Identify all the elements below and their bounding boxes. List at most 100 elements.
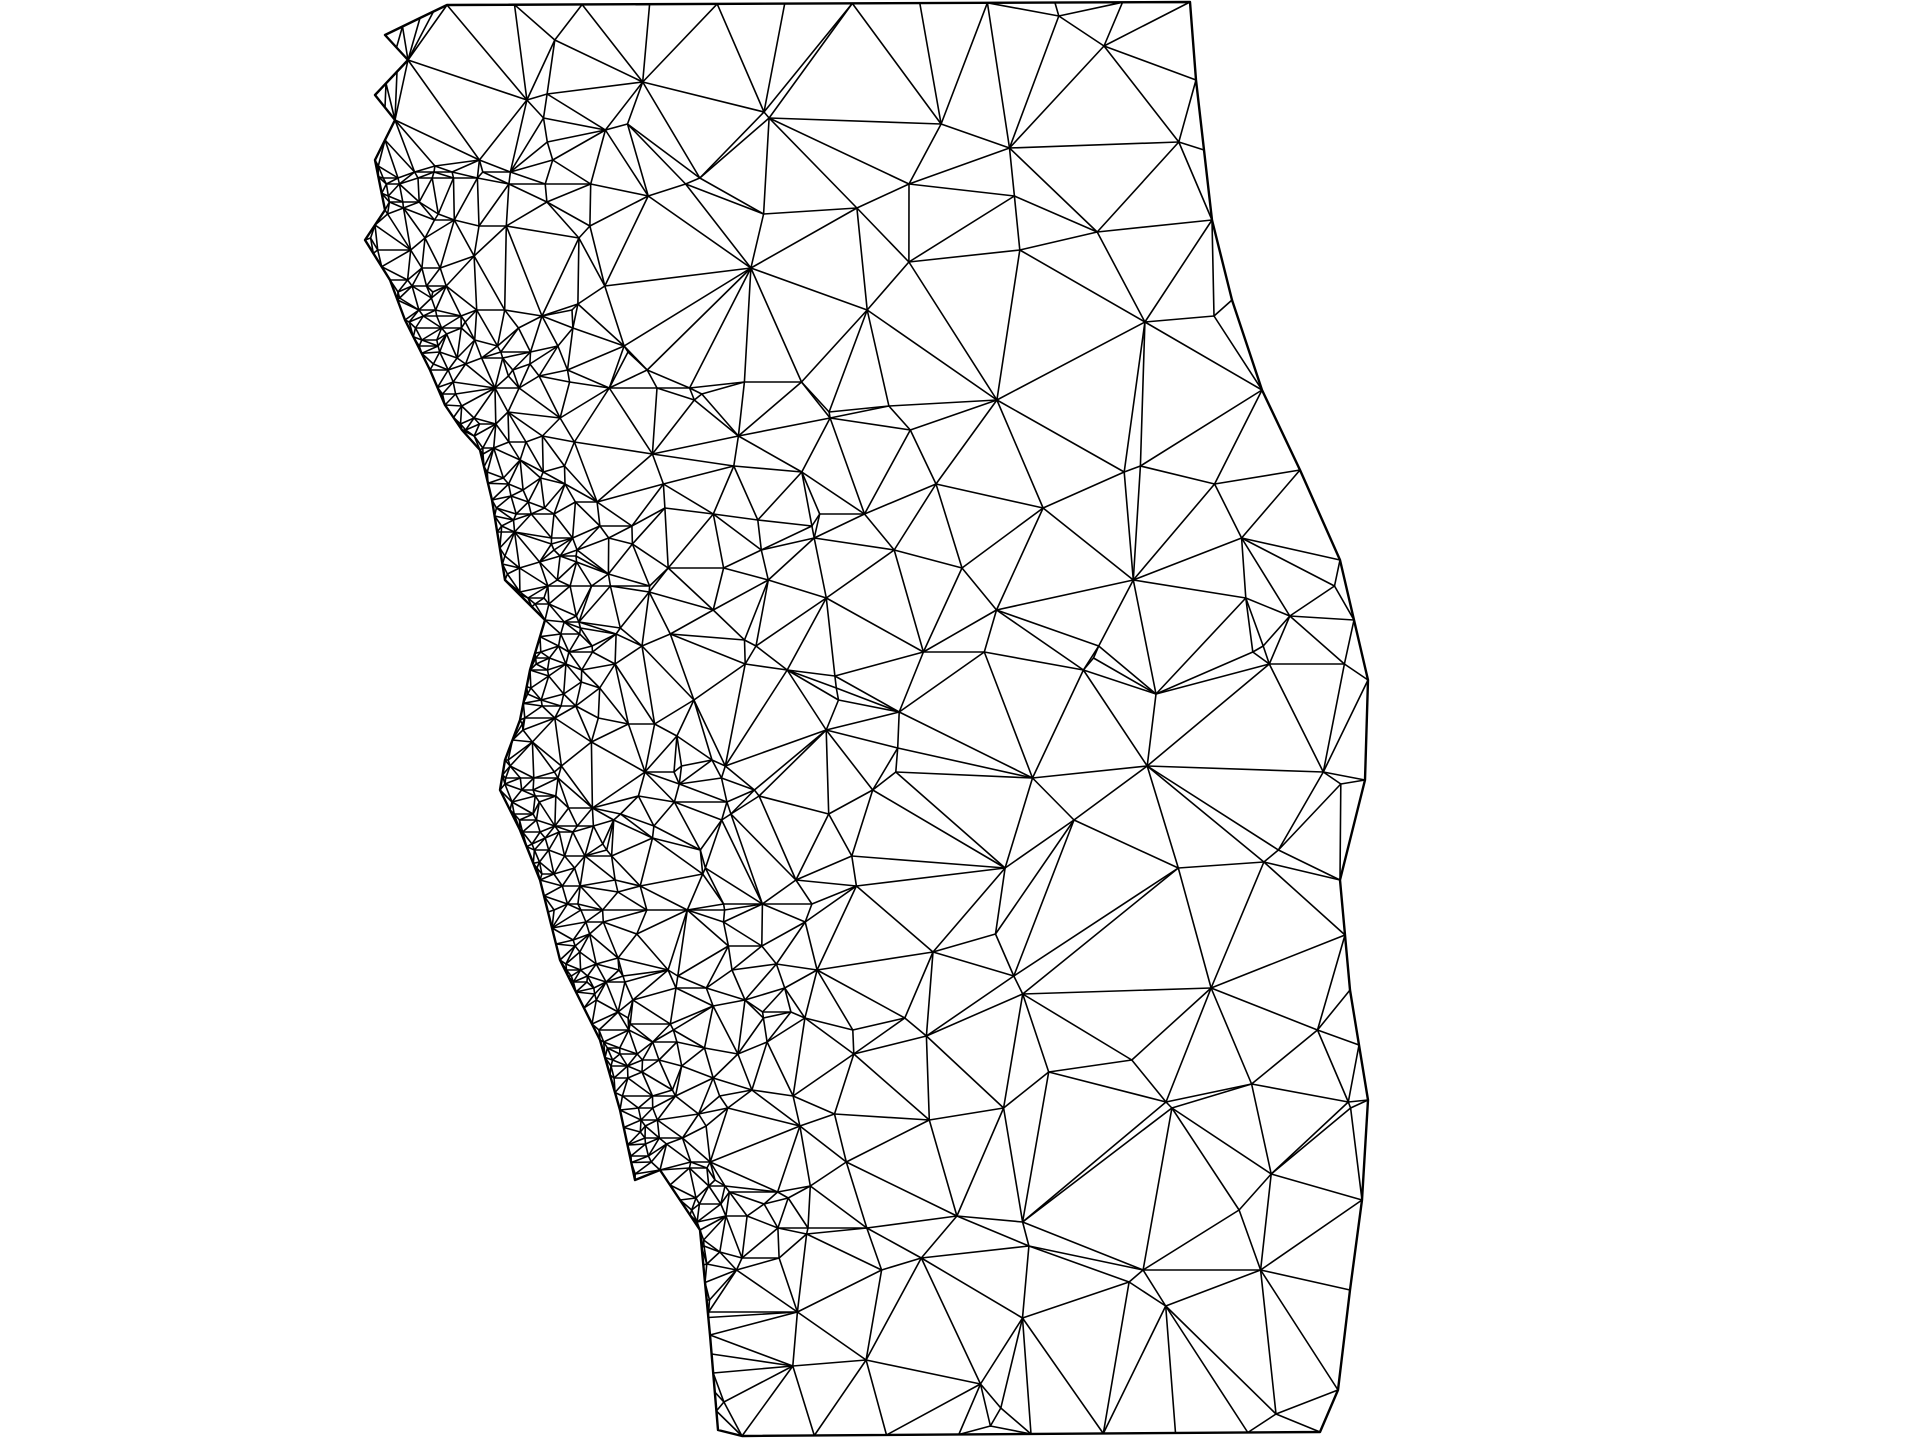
mesh-edge xyxy=(827,813,853,857)
mesh-edge xyxy=(1146,765,1280,851)
mesh-edge xyxy=(473,339,483,359)
mesh-edge xyxy=(787,1197,809,1229)
mesh-edge xyxy=(758,795,797,881)
mesh-edge xyxy=(1092,645,1100,659)
mesh-edge xyxy=(571,525,601,539)
mesh-edge xyxy=(453,219,475,257)
mesh-edge xyxy=(452,381,496,389)
mesh-edge xyxy=(1339,559,1355,621)
mesh-edge xyxy=(626,1059,644,1067)
mesh-edge xyxy=(611,1059,629,1067)
mesh-edge xyxy=(1240,469,1301,539)
mesh-edge xyxy=(688,387,703,395)
mesh-edge xyxy=(795,879,813,905)
mesh-edge xyxy=(548,585,571,605)
mesh-edge xyxy=(705,1125,712,1163)
mesh-edge xyxy=(519,459,545,473)
mesh-edge xyxy=(394,59,409,121)
mesh-edge xyxy=(568,645,593,653)
mesh-edge xyxy=(612,813,622,821)
mesh-edge xyxy=(504,777,507,785)
mesh-edge xyxy=(402,207,426,239)
mesh-edge xyxy=(708,1269,738,1301)
mesh-edge xyxy=(543,885,564,897)
mesh-edge xyxy=(723,1365,794,1403)
mesh-edge xyxy=(695,1185,710,1199)
mesh-edge xyxy=(575,991,585,1009)
mesh-edge xyxy=(656,387,696,401)
mesh-edge xyxy=(494,357,504,389)
mesh-edge xyxy=(504,765,511,779)
mesh-edge xyxy=(720,813,732,821)
mesh-edge xyxy=(576,807,594,827)
mesh-edge xyxy=(720,801,728,821)
mesh-edge xyxy=(496,309,506,347)
mesh-edge xyxy=(538,849,550,863)
mesh-edge xyxy=(602,909,648,923)
mesh-edge xyxy=(718,1215,727,1253)
mesh-edge xyxy=(535,663,549,671)
mesh-edge xyxy=(1171,1107,1272,1175)
mesh-edge xyxy=(562,663,567,695)
mesh-edge xyxy=(417,171,435,179)
mesh-edge xyxy=(651,1107,659,1121)
mesh-edge xyxy=(712,513,759,521)
mesh-edge xyxy=(394,119,436,167)
mesh-edge xyxy=(499,789,513,803)
mesh-edge xyxy=(775,921,807,965)
mesh-edge xyxy=(755,645,789,671)
mesh-edge xyxy=(726,1107,801,1127)
mesh-edge xyxy=(575,615,580,623)
mesh-edge xyxy=(614,879,642,887)
mesh-edge xyxy=(920,1257,1024,1319)
mesh-edge xyxy=(473,225,508,257)
mesh-edge xyxy=(610,819,615,857)
mesh-edge xyxy=(553,483,566,515)
mesh-edge xyxy=(698,177,765,215)
mesh-edge xyxy=(1018,249,1146,323)
mesh-edge xyxy=(553,3,583,41)
mesh-edge xyxy=(380,192,386,211)
mesh-edge xyxy=(619,1053,629,1067)
mesh-edge xyxy=(513,513,533,533)
mesh-edge xyxy=(786,669,836,677)
mesh-edge xyxy=(1144,315,1215,323)
mesh-edge xyxy=(504,573,509,581)
mesh-edge xyxy=(630,1155,650,1164)
mesh-edge xyxy=(422,315,443,329)
mesh-edge xyxy=(761,903,807,923)
mesh-edge xyxy=(515,501,530,515)
mesh-edge xyxy=(673,801,702,851)
mesh-edge xyxy=(994,933,1015,977)
mesh-edge xyxy=(763,2,854,113)
mesh-edge xyxy=(617,999,634,1013)
mesh-edge xyxy=(1155,651,1254,695)
mesh-edge xyxy=(397,177,401,185)
mesh-edge xyxy=(460,387,496,407)
mesh-edge xyxy=(538,369,569,377)
mesh-edge xyxy=(557,645,570,653)
mesh-edge xyxy=(730,813,797,881)
mesh-edge xyxy=(369,237,379,251)
mesh-edge xyxy=(632,987,677,1001)
mesh-edge xyxy=(1343,663,1369,681)
mesh-edge xyxy=(578,933,591,953)
mesh-edge xyxy=(641,1059,660,1073)
mesh-edge xyxy=(535,801,541,821)
mesh-edge xyxy=(433,213,440,221)
mesh-edge xyxy=(590,717,600,743)
mesh-edge xyxy=(553,765,563,773)
mesh-edge xyxy=(710,1353,715,1374)
mesh-edge xyxy=(1103,1,1191,47)
mesh-edge xyxy=(580,669,601,689)
mesh-edge xyxy=(621,1077,629,1097)
mesh-edge xyxy=(1132,483,1216,581)
mesh-edge xyxy=(1210,861,1265,989)
mesh-edge xyxy=(816,885,858,971)
mesh-edge xyxy=(608,345,625,389)
mesh-edge xyxy=(855,867,1006,887)
mesh-edge xyxy=(507,375,520,389)
mesh-edge xyxy=(641,3,651,83)
mesh-edge xyxy=(699,1229,705,1241)
